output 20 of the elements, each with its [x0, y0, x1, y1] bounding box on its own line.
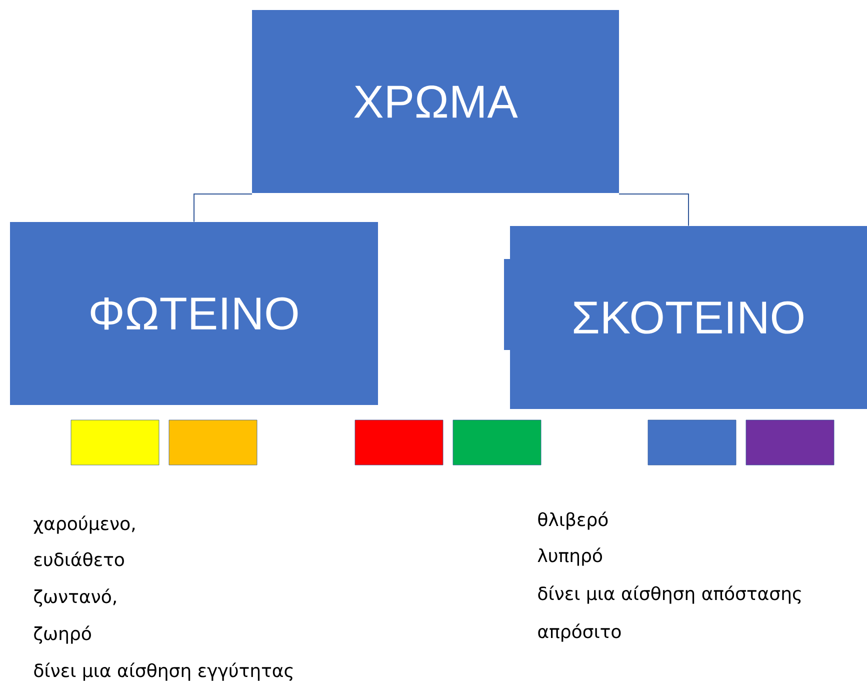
connector-line — [618, 194, 689, 226]
description-text: δίνει μια αίσθηση εγγύτητας — [34, 662, 293, 681]
concept-box: ΣΚΟΤΕΙΝΟ — [510, 226, 867, 409]
description-text: ευδιάθετο — [34, 552, 124, 566]
color-swatch — [648, 420, 736, 466]
color-swatch — [746, 420, 834, 466]
color-swatch — [70, 420, 160, 466]
description-text: δίνει μια αίσθηση απόστασης — [538, 586, 801, 604]
color-swatch — [354, 420, 444, 466]
concept-box: ΧΡΩΜΑ — [252, 10, 619, 193]
description-text: χαρούμενο, — [34, 516, 135, 534]
description-text: λυπηρό — [538, 548, 602, 566]
concept-box: ΦΩΤΕΙΝΟ — [10, 222, 378, 405]
connector-line — [194, 194, 252, 222]
description-text: ζωηρό — [34, 626, 91, 644]
description-text: θλιβερό — [538, 512, 608, 530]
description-text: απρόσιτο — [538, 624, 621, 642]
color-swatch — [452, 420, 542, 466]
color-swatch — [168, 420, 258, 466]
description-text: ζωντανό, — [34, 588, 116, 607]
